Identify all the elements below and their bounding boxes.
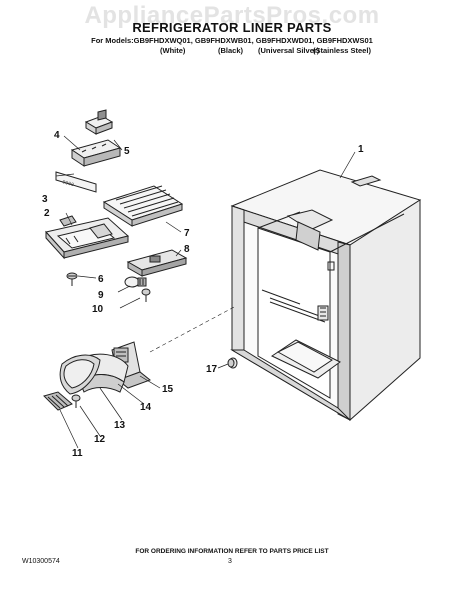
page-number: 3 [228,558,232,565]
assembly-dashed-line [149,305,237,353]
part-5-clip [84,109,114,135]
part-12-screw [71,394,81,408]
callout-2: 2 [44,208,50,219]
callout-9: 9 [98,290,104,301]
variant-white: (White) [160,46,186,55]
callout-6: 6 [98,274,104,285]
part-2-housing [45,215,130,260]
callout-11: 11 [72,448,83,459]
callout-7: 7 [184,228,190,239]
part-6-screw [66,272,78,286]
variant-universal-silver: (Universal Silver) [258,46,320,55]
part-8-light-socket [126,249,188,277]
variant-stainless-steel: (Stainless Steel) [313,46,371,55]
callout-17: 17 [206,364,218,375]
part-11-grille [43,391,73,411]
liner-cabinet [230,169,422,422]
part-7-light-cover [102,185,184,227]
callout-12: 12 [94,434,106,445]
part-3-label-strip [55,171,97,193]
callout-5: 5 [124,146,130,157]
watermark-text: AppliancePartsPros.com [84,2,380,29]
part-10-screw [141,288,151,302]
part-13-housing-front [59,354,101,395]
label-strip-text: 0000 [61,179,74,188]
callout-8: 8 [184,244,190,255]
callout-3: 3 [42,194,48,205]
callout-10: 10 [92,304,104,315]
callout-13: 13 [114,420,126,431]
part-9-light-bulb [124,276,147,288]
leader-lines [55,135,356,449]
callout-4: 4 [54,130,60,141]
part-17-plug [227,357,238,369]
part-4-bracket [70,139,122,167]
models-line: For Models:GB9FHDXWQ01, GB9FHDXWB01, GB9… [91,36,373,45]
document-id: W10300574 [22,558,60,565]
callout-1: 1 [358,144,364,155]
ordering-note: FOR ORDERING INFORMATION REFER TO PARTS … [135,548,329,555]
callout-15: 15 [162,384,174,395]
callout-14: 14 [140,402,152,413]
page-title: REFRIGERATOR LINER PARTS [132,20,332,35]
variant-black: (Black) [218,46,244,55]
